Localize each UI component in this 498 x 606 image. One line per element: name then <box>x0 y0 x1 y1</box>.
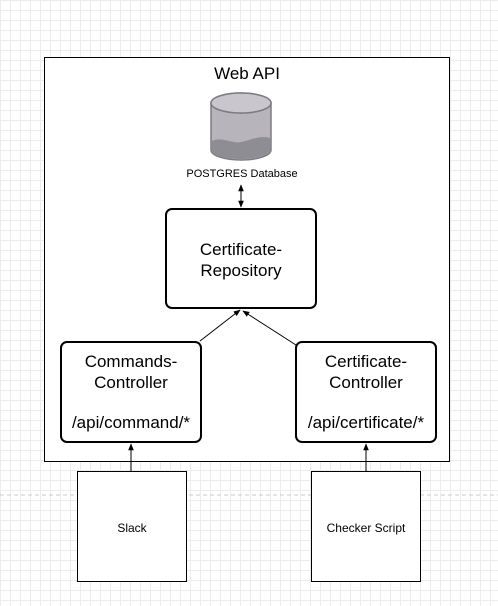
certificate-controller-route: /api/certificate/* <box>307 413 425 432</box>
commands-to-repository-arrow <box>199 309 241 342</box>
repository-line1: Certificate- <box>199 240 283 259</box>
commands-controller-line1: Commands- <box>84 352 178 371</box>
certificate-controller-line1: Certificate- <box>324 352 408 371</box>
certificate-controller-box: Certificate- Controller /api/certificate… <box>295 341 437 443</box>
commands-controller-box: Commands- Controller /api/command/* <box>60 341 202 443</box>
database-cylinder-icon <box>210 92 272 161</box>
certificate-controller-line2: Controller <box>329 373 403 392</box>
repository-line2: Repository <box>200 261 282 280</box>
web-api-title: Web API <box>214 64 280 83</box>
database-label: POSTGRES Database <box>186 168 298 180</box>
checker-script-box: Checker Script <box>311 471 421 582</box>
certificate-to-repository-arrow <box>242 310 297 346</box>
slack-label: Slack <box>117 521 147 535</box>
certificate-repository-box: Certificate- Repository <box>165 208 317 309</box>
commands-controller-route: /api/command/* <box>71 413 191 432</box>
checker-script-label: Checker Script <box>326 521 406 535</box>
slack-box: Slack <box>77 471 187 582</box>
commands-controller-line2: Controller <box>94 373 168 392</box>
